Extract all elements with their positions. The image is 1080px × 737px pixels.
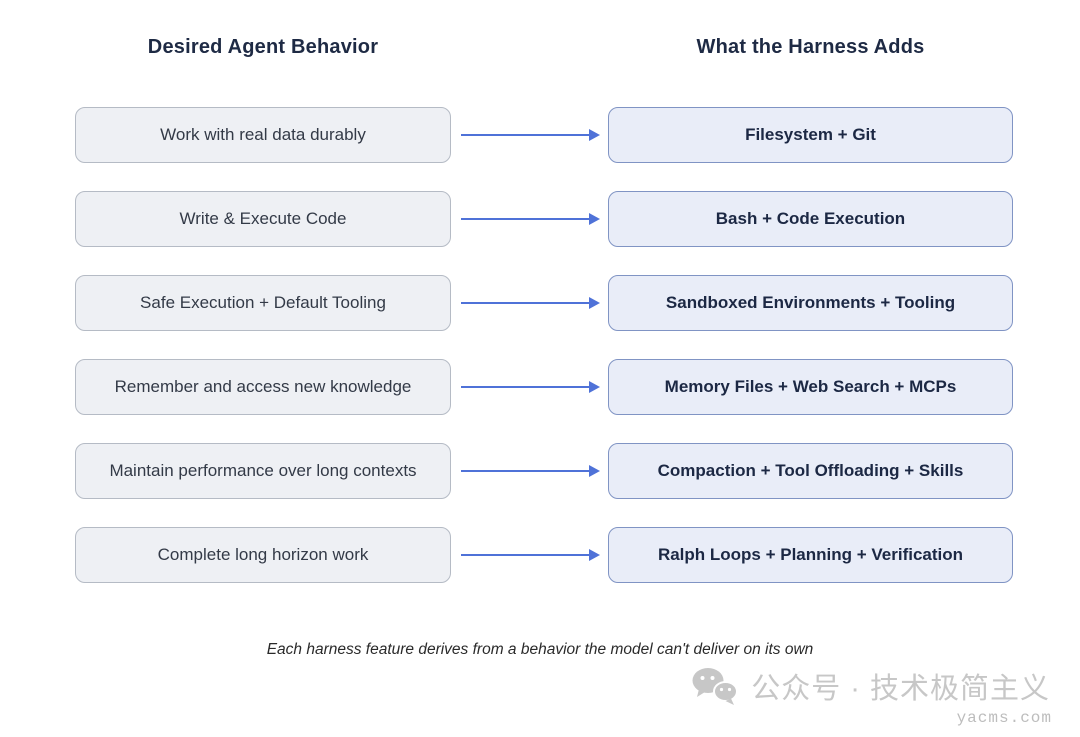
harness-box: Compaction + Tool Offloading + Skills [608,443,1013,499]
wechat-icon [692,668,739,705]
arrow-line [461,218,593,220]
harness-box: Sandboxed Environments + Tooling [608,275,1013,331]
right-arrow-icon [451,443,608,499]
right-arrow-icon [451,359,608,415]
harness-label: Bash + Code Execution [715,209,906,228]
harness-label: Filesystem + Git [745,125,876,144]
behavior-label: Remember and access new knowledge [114,377,412,396]
left-column-title: Desired Agent Behavior [147,36,379,58]
right-arrow-icon [451,275,608,331]
right-column-title: What the Harness Adds [696,36,925,58]
behavior-box: Complete long horizon work [75,527,451,583]
behavior-box: Maintain performance over long contexts [75,443,451,499]
harness-label: Sandboxed Environments + Tooling [665,293,956,312]
behavior-box: Write & Execute Code [75,191,451,247]
mapping-row: Work with real data durably Filesystem +… [0,107,1080,163]
right-arrow-icon [451,107,608,163]
mapping-row: Remember and access new knowledge Memory… [0,359,1080,415]
mapping-row: Write & Execute Code Bash + Code Executi… [0,191,1080,247]
behavior-label: Work with real data durably [160,125,366,144]
behavior-box: Work with real data durably [75,107,451,163]
arrow-line [461,386,593,388]
arrow-head [589,549,600,561]
harness-box: Bash + Code Execution [608,191,1013,247]
arrow-line [461,302,593,304]
harness-box: Ralph Loops + Planning + Verification [608,527,1013,583]
arrow-head [589,465,600,477]
arrow-head [589,129,600,141]
right-arrow-icon [451,527,608,583]
arrow-line [461,134,593,136]
harness-label: Compaction + Tool Offloading + Skills [657,461,964,480]
mapping-row: Safe Execution + Default Tooling Sandbox… [0,275,1080,331]
arrow-head [589,297,600,309]
watermark-label: 公众号 · 技术极简主义 [751,673,1050,705]
arrow-line [461,470,593,472]
harness-label: Memory Files + Web Search + MCPs [664,377,957,396]
arrow-head [589,381,600,393]
mapping-rows: Work with real data durably Filesystem +… [0,107,1080,583]
behavior-label: Complete long horizon work [157,545,369,564]
mapping-row: Complete long horizon work Ralph Loops +… [0,527,1080,583]
mapping-row: Maintain performance over long contexts … [0,443,1080,499]
arrow-head [589,213,600,225]
arrow-line [461,554,593,556]
behavior-box: Safe Execution + Default Tooling [75,275,451,331]
behavior-box: Remember and access new knowledge [75,359,451,415]
behavior-label: Write & Execute Code [179,209,347,228]
harness-box: Memory Files + Web Search + MCPs [608,359,1013,415]
behavior-label: Maintain performance over long contexts [109,461,417,480]
behavior-label: Safe Execution + Default Tooling [140,293,386,312]
harness-label: Ralph Loops + Planning + Verification [657,545,964,564]
footnote-caption: Each harness feature derives from a beha… [266,641,814,658]
watermark-url: yacms.com [956,709,1052,727]
right-arrow-icon [451,191,608,247]
harness-box: Filesystem + Git [608,107,1013,163]
watermark: 公众号 · 技术极简主义 [691,665,1050,707]
